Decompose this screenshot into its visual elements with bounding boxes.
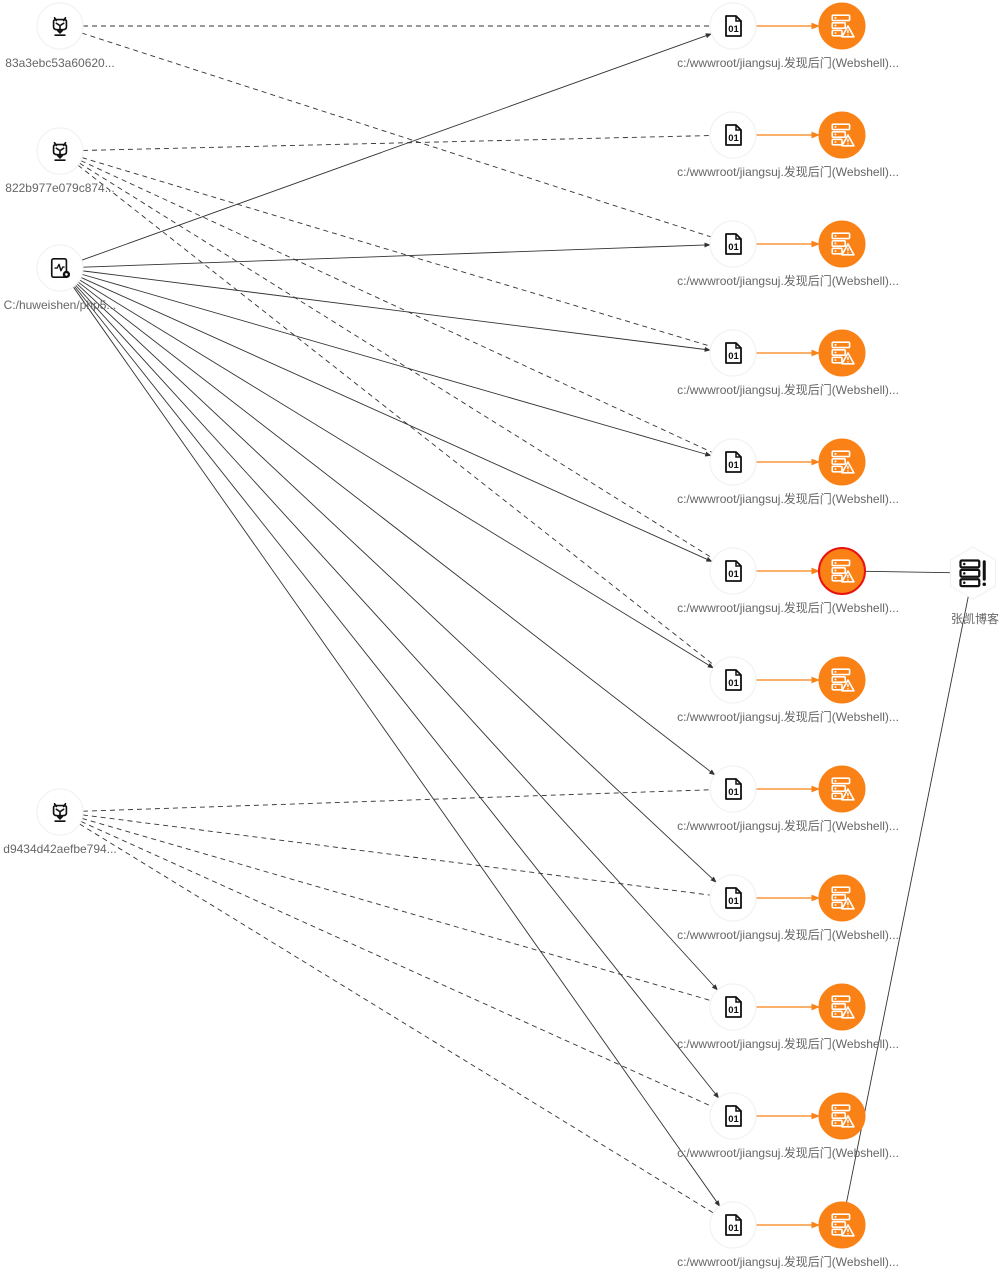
file-label: c:/wwwroot/jiangsuj.发现后门(Webshell)...: [677, 491, 899, 506]
node-file-f3[interactable]: c:/wwwroot/jiangsuj.发现后门(Webshell)...: [677, 329, 899, 397]
node-file-f2[interactable]: c:/wwwroot/jiangsuj.发现后门(Webshell)...: [677, 220, 899, 288]
node-malware-m3[interactable]: d9434d42aefbe794...: [3, 788, 117, 856]
edge-p1-f7[interactable]: [77, 281, 716, 776]
binary-file-icon: [725, 1214, 742, 1236]
binary-file-icon: [725, 451, 742, 473]
binary-file-icon: [725, 1105, 742, 1127]
edge-p1-f6[interactable]: [79, 279, 714, 669]
file-label: c:/wwwroot/jiangsuj.发现后门(Webshell)...: [677, 273, 899, 288]
file-label: c:/wwwroot/jiangsuj.发现后门(Webshell)...: [677, 164, 899, 179]
edge-m2-f1[interactable]: [82, 135, 711, 151]
source-label: 83a3ebc53a60620...: [5, 56, 114, 70]
edge-p1-f3[interactable]: [82, 270, 711, 352]
binary-file-icon: [725, 560, 742, 582]
binary-file-icon: [725, 778, 742, 800]
node-file-f7[interactable]: c:/wwwroot/jiangsuj.发现后门(Webshell)...: [677, 765, 899, 833]
edge-m1-f2[interactable]: [81, 32, 712, 238]
edge-m3-f9[interactable]: [81, 817, 712, 1002]
node-file-f9[interactable]: c:/wwwroot/jiangsuj.发现后门(Webshell)...: [677, 983, 899, 1051]
file-label: c:/wwwroot/jiangsuj.发现后门(Webshell)...: [677, 709, 899, 724]
file-label: c:/wwwroot/jiangsuj.发现后门(Webshell)...: [677, 927, 899, 942]
node-alert-a0[interactable]: [818, 2, 866, 50]
edge-p1-f4[interactable]: [81, 273, 712, 457]
edge-m2-f3[interactable]: [81, 157, 712, 347]
file-label: c:/wwwroot/jiangsuj.发现后门(Webshell)...: [677, 1036, 899, 1051]
node-alert-a4[interactable]: [818, 438, 866, 486]
host-label: 张凯博客: [951, 611, 999, 626]
binary-file-icon: [725, 996, 742, 1018]
selected-alert-circle: [818, 547, 866, 595]
file-label: c:/wwwroot/jiangsuj.发现后门(Webshell)...: [677, 382, 899, 397]
alert-circle: [818, 983, 866, 1031]
edge-m3-f10[interactable]: [80, 821, 713, 1107]
binary-file-icon: [725, 342, 742, 364]
node-alert-a2[interactable]: [818, 220, 866, 268]
file-label: c:/wwwroot/jiangsuj.发现后门(Webshell)...: [677, 1145, 899, 1160]
file-label: c:/wwwroot/jiangsuj.发现后门(Webshell)...: [677, 600, 899, 615]
binary-file-icon: [725, 669, 742, 691]
alert-circle: [818, 656, 866, 704]
node-file-f11[interactable]: c:/wwwroot/jiangsuj.发现后门(Webshell)...: [677, 1201, 899, 1269]
edge-p1-f2[interactable]: [82, 242, 711, 268]
edge-m3-f11[interactable]: [79, 823, 714, 1214]
file-label: c:/wwwroot/jiangsuj.发现后门(Webshell)...: [677, 1254, 899, 1269]
edge-p1-f9[interactable]: [75, 284, 718, 991]
alert-circle: [818, 765, 866, 813]
edge-p1-f0[interactable]: [81, 33, 712, 261]
source-label: C:/huweishen/php5...: [4, 298, 117, 312]
edge-p1-f8[interactable]: [76, 283, 717, 883]
alert-circle: [818, 220, 866, 268]
node-alert-a3[interactable]: [818, 329, 866, 377]
node-process-p1[interactable]: C:/huweishen/php5...: [4, 244, 117, 312]
edge-p1-f11[interactable]: [72, 286, 721, 1207]
alert-circle: [818, 1201, 866, 1249]
node-alert-a11[interactable]: [818, 1201, 866, 1249]
node-alert-a5[interactable]: [818, 547, 866, 595]
edge-p1-f10[interactable]: [73, 285, 720, 1099]
node-malware-m1[interactable]: 83a3ebc53a60620...: [5, 2, 115, 70]
nodes-layer: 83a3ebc53a60620... 822b977e079c874... C:/h…: [3, 2, 1000, 1269]
file-label: c:/wwwroot/jiangsuj.发现后门(Webshell)...: [677, 55, 899, 70]
edge-m3-f7[interactable]: [82, 789, 711, 812]
node-alert-a6[interactable]: [818, 656, 866, 704]
edge-a5-h1[interactable]: [864, 570, 951, 574]
file-label: c:/wwwroot/jiangsuj.发现后门(Webshell)...: [677, 818, 899, 833]
node-file-f8[interactable]: c:/wwwroot/jiangsuj.发现后门(Webshell)...: [677, 874, 899, 942]
alert-circle: [818, 2, 866, 50]
alert-circle: [818, 329, 866, 377]
node-alert-a7[interactable]: [818, 765, 866, 813]
edge-m2-f4[interactable]: [80, 160, 713, 453]
edge-m3-f8[interactable]: [82, 814, 711, 896]
binary-file-icon: [725, 887, 742, 909]
edges-layer: [72, 22, 969, 1229]
node-malware-m2[interactable]: 822b977e079c874...: [5, 127, 115, 195]
edge-m2-f5[interactable]: [79, 162, 714, 560]
alert-circle: [818, 438, 866, 486]
binary-file-icon: [725, 15, 742, 37]
node-alert-a10[interactable]: [818, 1092, 866, 1140]
node-file-f6[interactable]: c:/wwwroot/jiangsuj.发现后门(Webshell)...: [677, 656, 899, 724]
edge-m2-f6[interactable]: [77, 164, 716, 667]
source-label: d9434d42aefbe794...: [3, 842, 116, 856]
node-alert-a8[interactable]: [818, 874, 866, 922]
edge-a11-h1[interactable]: [846, 595, 969, 1203]
node-alert-a9[interactable]: [818, 983, 866, 1031]
node-file-f10[interactable]: c:/wwwroot/jiangsuj.发现后门(Webshell)...: [677, 1092, 899, 1160]
node-file-f5[interactable]: c:/wwwroot/jiangsuj.发现后门(Webshell)...: [677, 547, 899, 615]
edge-p1-f5[interactable]: [80, 277, 713, 562]
node-host-h1[interactable]: 张凯博客: [949, 546, 1000, 626]
source-label: 822b977e079c874...: [5, 181, 114, 195]
host-hexagon: [949, 546, 997, 600]
alert-circle: [818, 1092, 866, 1140]
alert-circle: [818, 111, 866, 159]
node-file-f0[interactable]: c:/wwwroot/jiangsuj.发现后门(Webshell)...: [677, 2, 899, 70]
binary-file-icon: [725, 124, 742, 146]
binary-file-icon: [725, 233, 742, 255]
node-file-f4[interactable]: c:/wwwroot/jiangsuj.发现后门(Webshell)...: [677, 438, 899, 506]
node-alert-a1[interactable]: [818, 111, 866, 159]
node-file-f1[interactable]: c:/wwwroot/jiangsuj.发现后门(Webshell)...: [677, 111, 899, 179]
alert-circle: [818, 874, 866, 922]
